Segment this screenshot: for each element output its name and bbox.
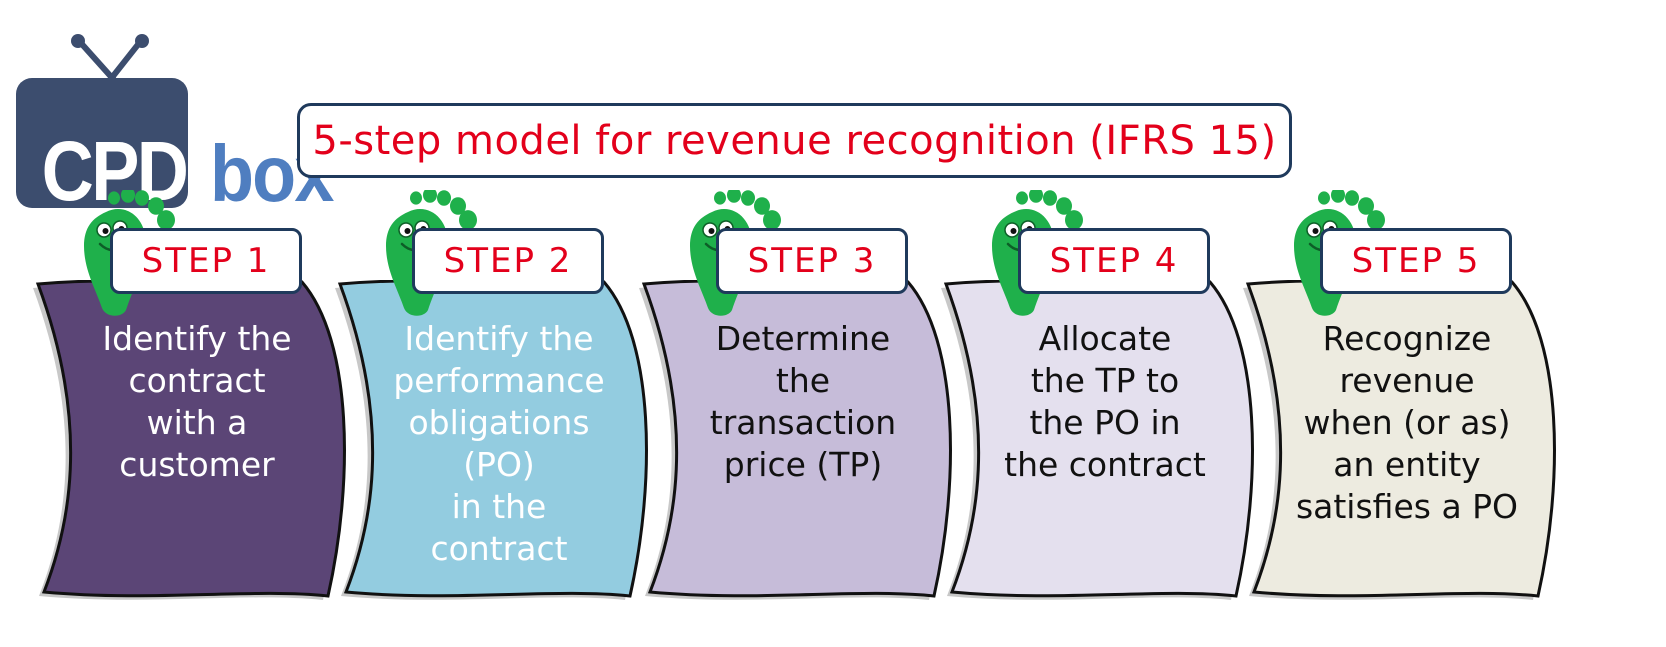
- step-card-shape: [33, 280, 346, 600]
- step-label: STEP 3: [747, 241, 877, 281]
- step-label-box: STEP 3: [716, 228, 908, 294]
- step-description: Determine the transaction price (TP): [709, 319, 897, 484]
- step-card-shape: [1243, 280, 1556, 600]
- step-label: STEP 4: [1049, 241, 1179, 281]
- title-banner: 5-step model for revenue recognition (IF…: [297, 103, 1292, 178]
- step-card-shape: [335, 280, 648, 600]
- diagram-title: 5-step model for revenue recognition (IF…: [312, 117, 1277, 164]
- step-label: STEP 1: [141, 241, 271, 281]
- step-description: Allocate the TP to the PO in the contrac…: [1004, 319, 1206, 484]
- step-card-shape: [639, 280, 952, 600]
- step-label: STEP 5: [1351, 241, 1481, 281]
- step-label-box: STEP 5: [1320, 228, 1512, 294]
- tv-logo-icon: [16, 34, 188, 208]
- step-description: Identify the contract with a customer: [102, 319, 292, 484]
- step-card-shape: [941, 280, 1254, 600]
- step-label-box: STEP 4: [1018, 228, 1210, 294]
- step-description: Recognize revenue when (or as) an entity…: [1295, 319, 1519, 526]
- step-5: STEP 5 Recognize revenue when (or as) an …: [1242, 190, 1562, 610]
- step-label-box: STEP 2: [412, 228, 604, 294]
- step-1: STEP 1 Identify the contract with a custo…: [32, 190, 352, 610]
- step-4: STEP 4 Allocate the TP to the PO in the c…: [940, 190, 1260, 610]
- step-label-box: STEP 1: [110, 228, 302, 294]
- step-label: STEP 2: [443, 241, 573, 281]
- step-description: Identify the performance obligations (PO…: [393, 319, 605, 568]
- step-3: STEP 3 Determine the transaction price (T…: [638, 190, 958, 610]
- step-2: STEP 2 Identify the performance obligatio…: [334, 190, 654, 610]
